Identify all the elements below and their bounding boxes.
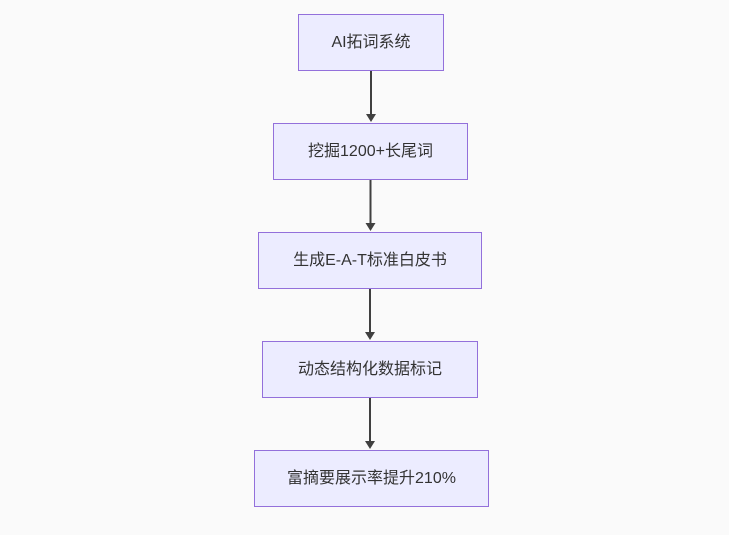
flow-arrowhead-icon (365, 223, 376, 231)
flow-node-b: 挖掘1200+长尾词 (273, 123, 468, 180)
flow-node-label: AI拓词系统 (331, 33, 411, 51)
flow-node-c: 生成E-A-T标准白皮书 (258, 232, 482, 289)
flow-node-label: 挖掘1200+长尾词 (308, 142, 433, 160)
flow-node-a: AI拓词系统 (298, 14, 444, 71)
flow-node-label: 生成E-A-T标准白皮书 (293, 251, 447, 269)
flow-arrowhead-icon (366, 114, 376, 122)
flow-arrowhead-icon (365, 441, 375, 449)
flow-node-label: 富摘要展示率提升210% (287, 469, 456, 487)
flow-arrowhead-icon (365, 332, 375, 340)
flow-node-e: 富摘要展示率提升210% (254, 450, 489, 507)
flow-node-d: 动态结构化数据标记 (262, 341, 478, 398)
flow-node-label: 动态结构化数据标记 (297, 360, 442, 378)
